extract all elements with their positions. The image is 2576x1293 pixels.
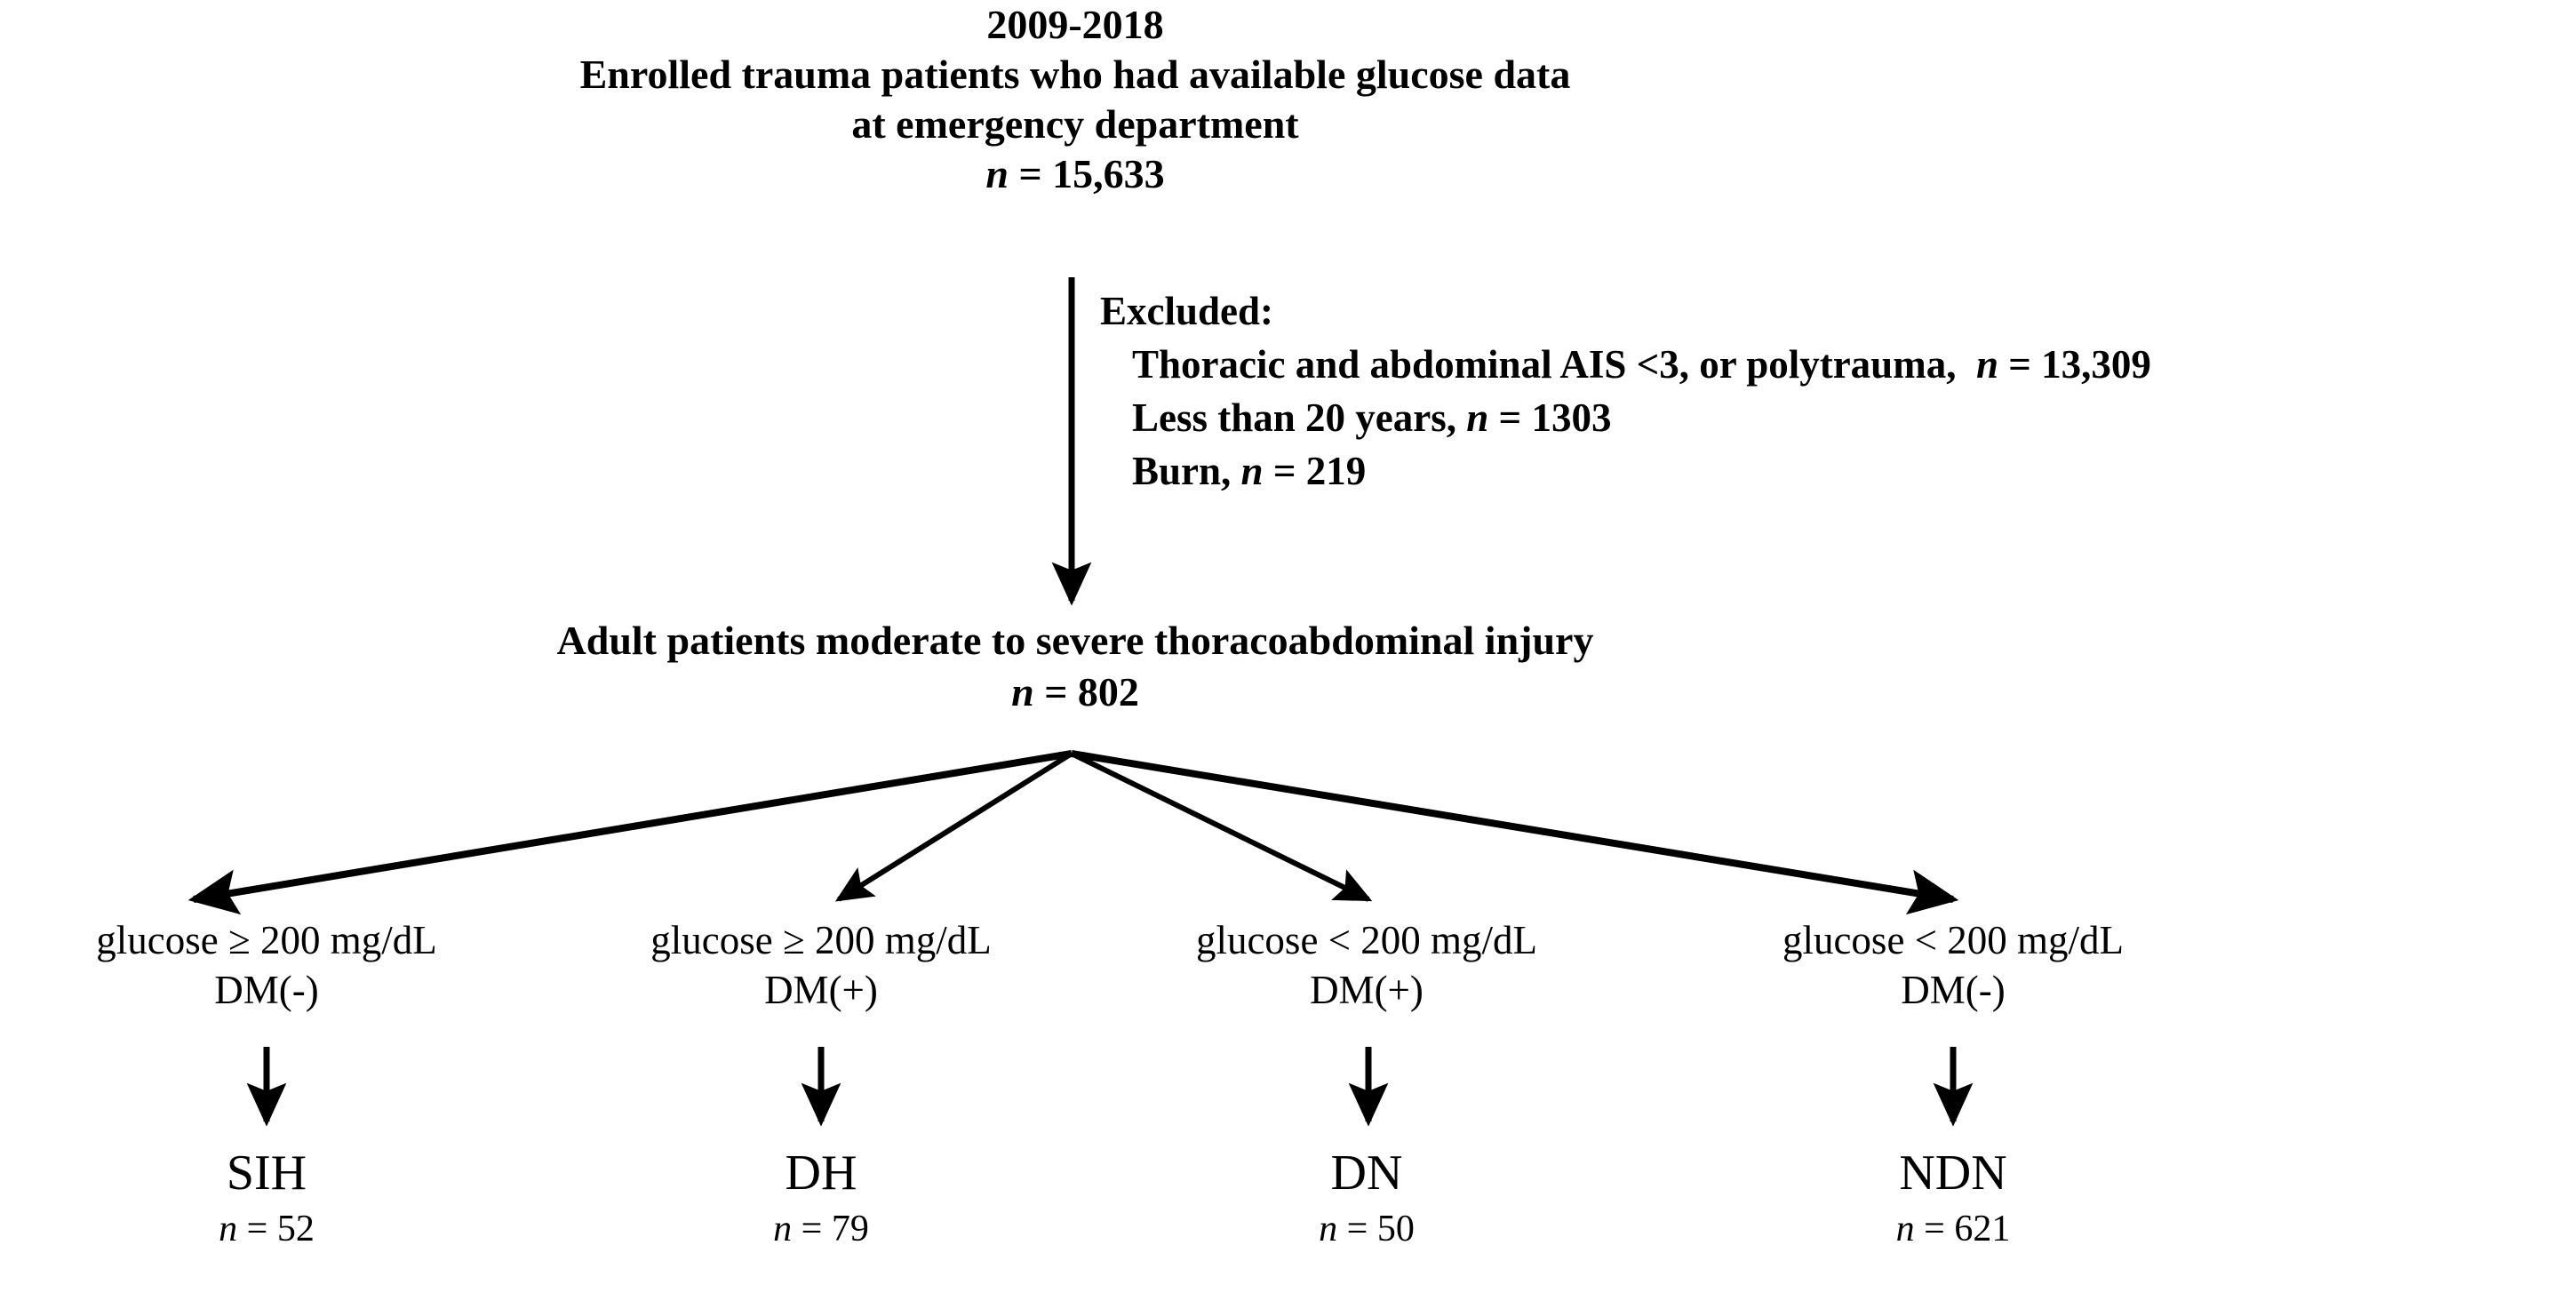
- outcome-count-dh: n = 79: [554, 1201, 1088, 1257]
- outcome-count-sih-n-symbol: n: [219, 1209, 238, 1249]
- group-criteria-dh-glucose: glucose ≥ 200 mg/dL: [650, 918, 992, 962]
- outcome-node-dh: DH n = 79: [554, 1145, 1088, 1257]
- exclusion-item-1-n-symbol: n: [1975, 342, 1998, 387]
- enrollment-description-line-2: at emergency department: [851, 101, 1299, 147]
- outcome-count-ndn: n = 621: [1687, 1201, 2220, 1257]
- exclusion-item-2: Less than 20 years, n = 1303: [1100, 391, 2151, 444]
- cohort-count: n = 802: [0, 666, 2150, 718]
- outcome-code-ndn: NDN: [1899, 1145, 2007, 1201]
- outcome-node-ndn: NDN n = 621: [1687, 1145, 2220, 1257]
- group-criteria-ndn-dm: DM(-): [1901, 968, 2006, 1012]
- outcome-count-dn: n = 50: [1109, 1201, 1624, 1257]
- group-criteria-sih: glucose ≥ 200 mg/dL DM(-): [0, 915, 533, 1015]
- exclusion-item-2-n-symbol: n: [1466, 395, 1489, 440]
- exclusion-criteria-node: Excluded: Thoracic and abdominal AIS <3,…: [1100, 284, 2151, 498]
- group-criteria-ndn: glucose < 200 mg/dL DM(-): [1687, 915, 2220, 1015]
- cohort-count-equals: =: [1033, 669, 1078, 714]
- enrollment-node: 2009-2018 Enrolled trauma patients who h…: [0, 0, 2150, 199]
- arrow-cohort-to-group-dh: [834, 751, 1073, 902]
- exclusion-item-2-value: 1303: [1531, 395, 1612, 440]
- cohort-count-n-symbol: n: [1011, 669, 1034, 714]
- group-criteria-sih-glucose: glucose ≥ 200 mg/dL: [96, 918, 437, 962]
- exclusion-item-1-text: Thoracic and abdominal AIS <3, or polytr…: [1132, 342, 1957, 387]
- arrow-cohort-to-group-dn: [1070, 751, 1373, 902]
- outcome-count-dh-n-symbol: n: [773, 1209, 793, 1249]
- arrow-cohort-to-group-sih: [187, 750, 1073, 915]
- cohort-node: Adult patients moderate to severe thorac…: [0, 615, 2150, 718]
- exclusion-item-1: Thoracic and abdominal AIS <3, or polytr…: [1100, 338, 2151, 391]
- outcome-count-ndn-n-symbol: n: [1895, 1209, 1915, 1249]
- enrollment-count-value: 15,633: [1052, 151, 1165, 196]
- enrollment-count: n = 15,633: [0, 149, 2150, 199]
- exclusion-item-2-equals: =: [1488, 395, 1532, 440]
- group-criteria-dh-dm: DM(+): [764, 968, 878, 1012]
- outcome-node-sih: SIH n = 52: [0, 1145, 533, 1257]
- group-criteria-ndn-glucose: glucose < 200 mg/dL: [1782, 918, 2125, 962]
- group-criteria-dn-glucose: glucose < 200 mg/dL: [1195, 918, 1538, 962]
- outcome-count-sih: n = 52: [0, 1201, 533, 1257]
- outcome-count-sih-value: 52: [276, 1209, 315, 1249]
- outcome-count-dh-value: 79: [831, 1209, 869, 1249]
- group-criteria-dh: glucose ≥ 200 mg/dL DM(+): [554, 915, 1088, 1015]
- cohort-description: Adult patients moderate to severe thorac…: [556, 618, 1594, 663]
- group-criteria-dn: glucose < 200 mg/dL DM(+): [1109, 915, 1624, 1015]
- exclusion-item-3-n-symbol: n: [1240, 449, 1264, 493]
- outcome-node-dn: DN n = 50: [1109, 1145, 1624, 1257]
- outcome-code-dn: DN: [1330, 1145, 1403, 1201]
- exclusion-item-3-equals: =: [1263, 449, 1306, 493]
- cohort-count-value: 802: [1077, 669, 1139, 714]
- outcome-count-ndn-equals: =: [1914, 1209, 1955, 1249]
- exclusion-item-3: Burn, n = 219: [1100, 444, 2151, 498]
- exclusion-item-2-text: Less than 20 years,: [1132, 395, 1457, 440]
- outcome-count-sih-equals: =: [237, 1209, 277, 1249]
- outcome-code-sih: SIH: [226, 1145, 307, 1201]
- outcome-count-dn-n-symbol: n: [1319, 1209, 1338, 1249]
- outcome-count-dn-equals: =: [1337, 1209, 1377, 1249]
- exclusion-item-1-equals: =: [1998, 342, 2042, 387]
- enrollment-count-n-symbol: n: [985, 151, 1009, 196]
- exclusion-item-3-value: 219: [1305, 449, 1367, 493]
- arrow-cohort-to-group-ndn: [1071, 750, 1959, 915]
- outcome-code-dh: DH: [785, 1145, 857, 1201]
- study-period: 2009-2018: [986, 2, 1164, 47]
- outcome-count-dn-value: 50: [1376, 1209, 1415, 1249]
- outcome-count-dh-equals: =: [792, 1209, 832, 1249]
- enrollment-count-equals: =: [1008, 151, 1053, 196]
- exclusion-item-1-value: 13,309: [2041, 342, 2151, 387]
- group-criteria-dn-dm: DM(+): [1310, 968, 1424, 1012]
- exclusion-item-3-text: Burn,: [1132, 449, 1232, 493]
- outcome-count-ndn-value: 621: [1954, 1209, 2011, 1249]
- enrollment-description-line-1: Enrolled trauma patients who had availab…: [579, 52, 1571, 97]
- group-criteria-sih-dm: DM(-): [214, 968, 319, 1012]
- exclusion-heading: Excluded:: [1100, 289, 1274, 333]
